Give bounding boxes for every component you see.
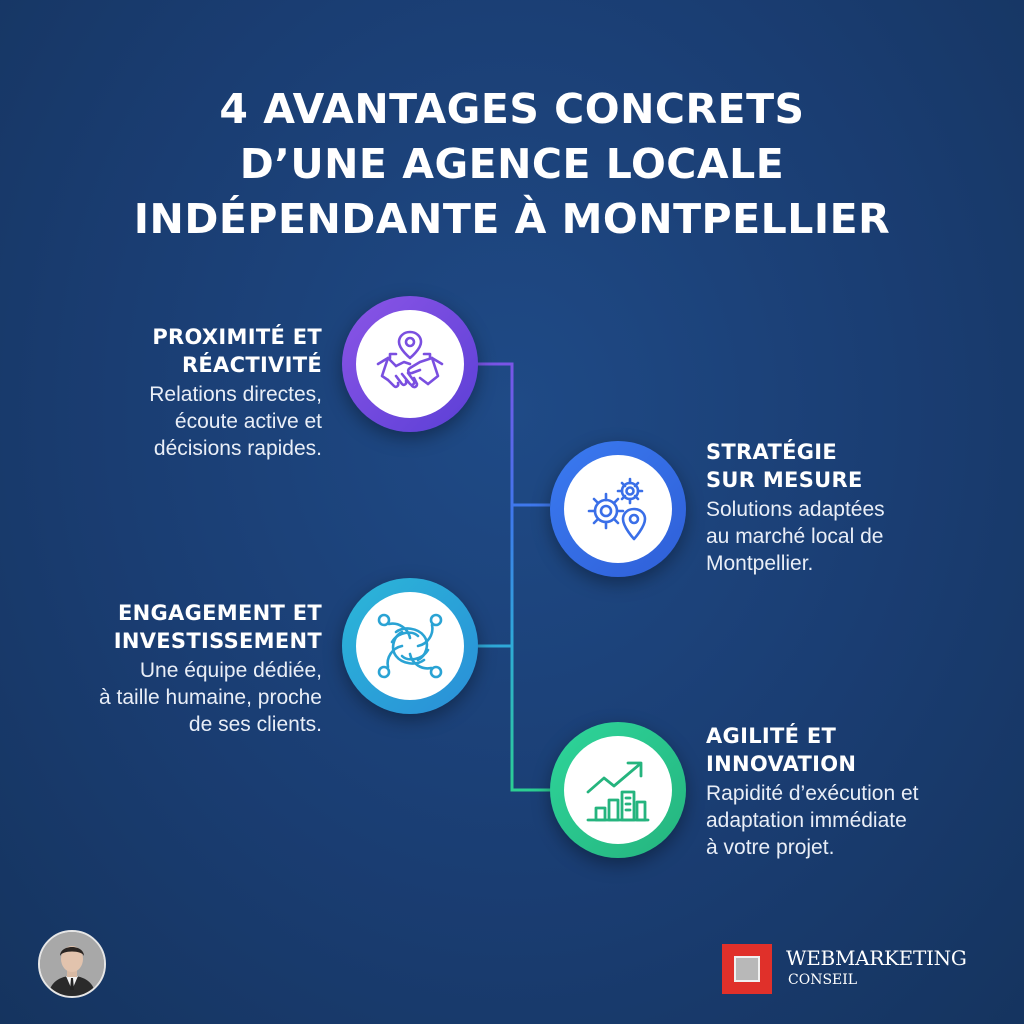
team-network-icon — [377, 613, 443, 679]
brand-subtitle: CONSEIL — [788, 972, 858, 988]
engagement-badge — [342, 578, 478, 714]
gears-location-icon — [587, 477, 647, 541]
item-engagement: ENGAGEMENT ET INVESTISSEMENT Une équipe … — [99, 599, 322, 738]
growth-chart-icon — [586, 761, 650, 822]
item-strategy: STRATÉGIE SUR MESURE Solutions adaptées … — [706, 438, 885, 577]
description-line: à votre projet. — [706, 836, 835, 859]
description-line: Rapidité d’exécution et — [706, 782, 919, 805]
handshake-location-icon — [376, 330, 444, 389]
author-photo — [40, 932, 104, 996]
description-line: adaptation immédiate — [706, 809, 907, 832]
item-description: Solutions adaptées au marché local de Mo… — [706, 496, 885, 577]
title-line-2: D’UNE AGENCE LOCALE — [239, 140, 785, 188]
strategy-badge — [550, 441, 686, 577]
description-line: Une équipe dédiée, — [139, 659, 322, 682]
heading-line: PROXIMITÉ ET — [152, 325, 322, 349]
title-line-3: INDÉPENDANTE À MONTPELLIER — [133, 195, 891, 243]
heading-line: STRATÉGIE — [706, 440, 838, 464]
heading-line: SUR MESURE — [706, 468, 863, 492]
description-line: Relations directes, — [149, 383, 322, 406]
item-proximity: PROXIMITÉ ET RÉACTIVITÉ Relations direct… — [149, 323, 322, 462]
author-avatar — [38, 930, 106, 998]
item-description: Une équipe dédiée, à taille humaine, pro… — [99, 657, 322, 738]
item-description: Relations directes, écoute active et déc… — [149, 381, 322, 462]
description-line: de ses clients. — [188, 713, 322, 736]
item-description: Rapidité d’exécution et adaptation imméd… — [706, 780, 918, 861]
item-heading: STRATÉGIE SUR MESURE — [706, 438, 885, 494]
heading-line: RÉACTIVITÉ — [181, 353, 322, 377]
description-line: Montpellier. — [706, 552, 814, 575]
item-agility: AGILITÉ ET INNOVATION Rapidité d’exécuti… — [706, 722, 918, 861]
description-line: à taille humaine, proche — [99, 686, 322, 709]
proximity-badge — [342, 296, 478, 432]
brand-name: WEBMARKETING — [786, 946, 967, 970]
description-line: décisions rapides. — [153, 437, 322, 460]
agility-badge — [550, 722, 686, 858]
description-line: Solutions adaptées — [706, 498, 885, 521]
item-heading: PROXIMITÉ ET RÉACTIVITÉ — [149, 323, 322, 379]
title-line-1: 4 AVANTAGES CONCRETS — [219, 85, 805, 133]
heading-line: ENGAGEMENT ET — [117, 601, 322, 625]
heading-line: INVESTISSEMENT — [113, 629, 322, 653]
item-heading: AGILITÉ ET INNOVATION — [706, 722, 918, 778]
item-heading: ENGAGEMENT ET INVESTISSEMENT — [99, 599, 322, 655]
brand-mark-icon — [722, 944, 772, 994]
page-title: 4 AVANTAGES CONCRETS D’UNE AGENCE LOCALE… — [0, 82, 1024, 247]
description-line: au marché local de — [706, 525, 884, 548]
description-line: écoute active et — [174, 410, 322, 433]
heading-line: INNOVATION — [706, 752, 857, 776]
heading-line: AGILITÉ ET — [706, 724, 837, 748]
